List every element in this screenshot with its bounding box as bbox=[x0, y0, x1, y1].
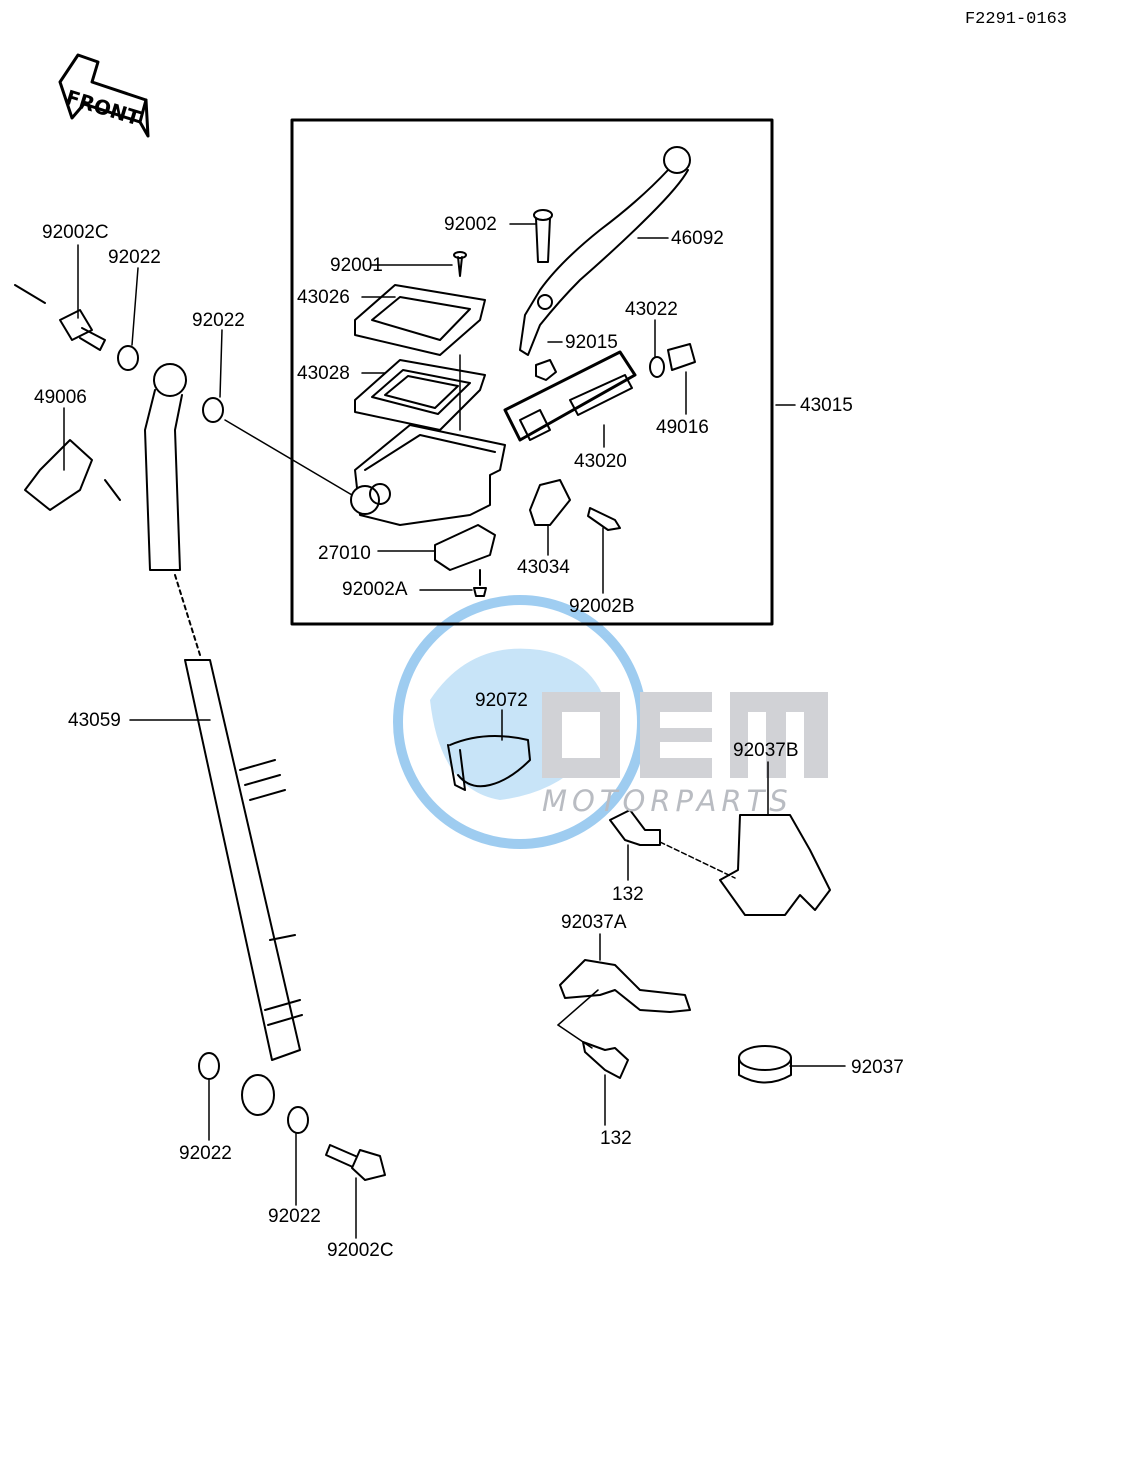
part-label-92037a: 92037A bbox=[561, 912, 627, 933]
part-label-27010: 27010 bbox=[318, 543, 371, 564]
part-label-49016: 49016 bbox=[656, 417, 709, 438]
part-label-43059: 43059 bbox=[68, 710, 121, 731]
banjo-bolt-92002c-bottom bbox=[325, 1144, 386, 1181]
bracket-92037a bbox=[559, 959, 691, 1013]
washer-92022-c bbox=[198, 1052, 220, 1080]
assembly-box-43015 bbox=[290, 118, 774, 626]
lever-46092 bbox=[519, 146, 691, 356]
bolt-92002b bbox=[587, 507, 621, 531]
part-label-92002c-top: 92002C bbox=[42, 222, 109, 243]
washer-92022-d bbox=[287, 1106, 309, 1134]
part-label-92022-d: 92022 bbox=[268, 1206, 321, 1227]
part-label-49006: 49006 bbox=[34, 387, 87, 408]
boot-49016 bbox=[667, 343, 696, 371]
grommet-92037 bbox=[738, 1045, 792, 1084]
part-label-92037b: 92037B bbox=[733, 740, 799, 761]
part-label-43028: 43028 bbox=[297, 363, 350, 384]
part-label-132-a: 132 bbox=[612, 884, 644, 905]
part-label-92002: 92002 bbox=[444, 214, 497, 235]
leader-lines bbox=[63, 223, 846, 1239]
bolt-132-a bbox=[609, 809, 661, 846]
part-label-43026: 43026 bbox=[297, 287, 350, 308]
band-92072 bbox=[447, 735, 531, 791]
banjo-bolt-92002c-top bbox=[59, 309, 106, 351]
washer-92022-a bbox=[117, 345, 139, 371]
ring-43022 bbox=[649, 356, 665, 378]
part-label-92015: 92015 bbox=[565, 332, 618, 353]
switch-27010 bbox=[434, 524, 496, 571]
part-label-92001: 92001 bbox=[330, 255, 383, 276]
part-label-92002a: 92002A bbox=[342, 579, 408, 600]
diaphragm-43028 bbox=[354, 359, 486, 431]
part-label-43020: 43020 bbox=[574, 451, 627, 472]
watermark-logo bbox=[393, 595, 828, 849]
part-label-92022-c: 92022 bbox=[179, 1143, 232, 1164]
brake-hose-43059 bbox=[144, 363, 303, 1116]
front-arrow-icon bbox=[58, 53, 150, 138]
screw-92001 bbox=[453, 251, 467, 277]
part-label-92072: 92072 bbox=[475, 690, 528, 711]
screw-92002a bbox=[473, 569, 487, 597]
part-label-92022-b: 92022 bbox=[192, 310, 245, 331]
bracket-92037b bbox=[719, 814, 831, 916]
part-label-46092: 46092 bbox=[671, 228, 724, 249]
watermark-text: MOTORPARTS bbox=[542, 784, 793, 818]
nut-92015 bbox=[535, 359, 557, 381]
reservoir-cap-43026 bbox=[354, 284, 486, 356]
part-label-92037: 92037 bbox=[851, 1057, 904, 1078]
part-label-43034: 43034 bbox=[517, 557, 570, 578]
part-label-92002c-bottom: 92002C bbox=[327, 1240, 394, 1261]
part-label-92002b: 92002B bbox=[569, 596, 635, 617]
cap-49006 bbox=[24, 439, 93, 511]
clamp-43034 bbox=[529, 479, 571, 526]
part-label-43022: 43022 bbox=[625, 299, 678, 320]
piston-assembly-box-43020 bbox=[503, 350, 637, 442]
washer-92022-b bbox=[202, 397, 224, 423]
diagram-code: F2291-0163 bbox=[964, 10, 1067, 29]
pivot-bolt-92002 bbox=[533, 209, 553, 263]
part-label-132-b: 132 bbox=[600, 1128, 632, 1149]
part-label-43015: 43015 bbox=[800, 395, 853, 416]
master-cylinder-body bbox=[350, 424, 506, 526]
part-label-92022-a: 92022 bbox=[108, 247, 161, 268]
bolt-132-b bbox=[582, 1041, 629, 1079]
